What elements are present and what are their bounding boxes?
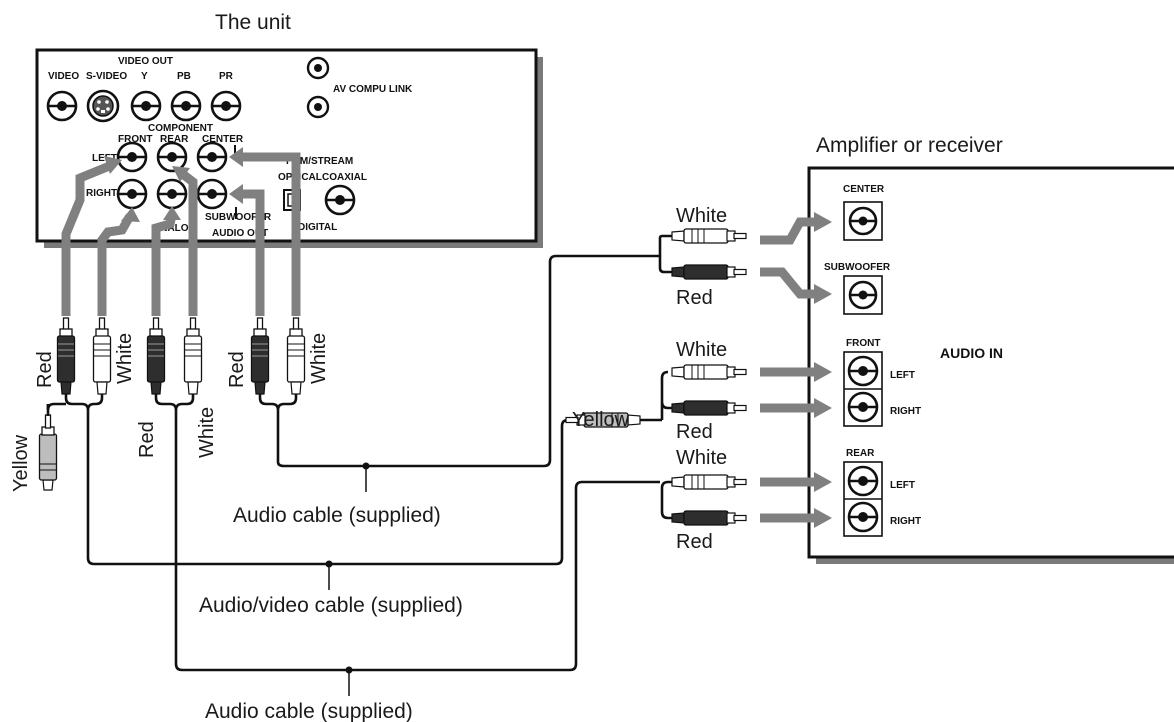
- plug-white-front: [671, 364, 747, 380]
- label-white-3: White: [308, 333, 330, 384]
- amplifier-title: Amplifier or receiver: [816, 134, 1003, 157]
- label-red-1: Red: [34, 351, 56, 388]
- front-left-jack: [116, 141, 148, 173]
- amp-subwoofer-jack: [842, 274, 884, 316]
- subwoofer-label: SUBWOOFER: [205, 212, 272, 223]
- plug-white-rear: [671, 474, 747, 490]
- arrow-front-left-head: [104, 156, 122, 174]
- arrow-rear-left-head: [172, 166, 190, 182]
- front-label: FRONT: [118, 134, 152, 145]
- arrow-center-head: [229, 147, 243, 167]
- amp-front-right-jack: [847, 391, 879, 423]
- plug-red-rear: [671, 510, 747, 526]
- arrow-front-right-head: [121, 207, 140, 222]
- label-red-subwoofer: Red: [676, 287, 713, 309]
- caption-audio-cable-2: Audio cable (supplied): [205, 700, 413, 722]
- unit-title: The unit: [215, 11, 291, 34]
- caption-av-cable: Audio/video cable (supplied): [199, 594, 463, 617]
- amp-rear-right-label: RIGHT: [890, 516, 921, 527]
- rear-label: REAR: [160, 134, 189, 145]
- plug-white-3: [286, 317, 306, 395]
- plug-white-1: [92, 317, 112, 395]
- label-white-rear: White: [676, 447, 727, 469]
- center-jack: [196, 141, 228, 173]
- amplifier-arrows: [760, 212, 832, 528]
- audio-in-label: AUDIO IN: [940, 345, 1003, 361]
- front-right-jack: [116, 178, 148, 210]
- amp-rear-right-jack: [847, 501, 879, 533]
- amp-front-label: FRONT: [846, 338, 880, 349]
- label-yellow-right: Yellow: [572, 409, 630, 431]
- amp-front-left-label: LEFT: [890, 370, 915, 381]
- av-compu-link-label: AV COMPU LINK: [333, 84, 413, 95]
- plug-red-subwoofer: [671, 264, 747, 280]
- amp-rear-label: REAR: [846, 448, 875, 459]
- plug-red-front: [671, 400, 747, 416]
- pr-label: PR: [219, 71, 234, 82]
- label-red-3: Red: [226, 351, 248, 388]
- label-white-front: White: [676, 339, 727, 361]
- av-compu-link-jack-1: [306, 56, 330, 80]
- amp-rear-left-label: LEFT: [890, 480, 915, 491]
- y-jack: [130, 90, 162, 122]
- component-label: COMPONENT: [148, 123, 213, 134]
- amp-rear-left-jack: [847, 465, 879, 497]
- plug-white-2: [183, 317, 203, 395]
- label-yellow-left: Yellow: [10, 434, 32, 492]
- center-label: CENTER: [202, 134, 244, 145]
- analog-label: ANALOG: [153, 223, 197, 234]
- rear-left-jack: [156, 141, 188, 173]
- label-red-rear: Red: [676, 531, 713, 553]
- amp-front-left-jack: [847, 355, 879, 387]
- pcm-stream-label: PCM/STREAM: [286, 156, 353, 167]
- label-red-2: Red: [136, 421, 158, 458]
- s-video-label: S-VIDEO: [86, 71, 127, 82]
- coaxial-label: COAXIAL: [322, 172, 367, 183]
- audio-out-label: AUDIO OUT: [212, 228, 268, 239]
- amp-front-right-label: RIGHT: [890, 406, 921, 417]
- audio-cable-2: [154, 394, 672, 672]
- s-video-jack: [86, 89, 120, 123]
- subwoofer-jack: [196, 178, 228, 210]
- rear-right-jack: [156, 178, 188, 210]
- y-label: Y: [141, 71, 148, 82]
- label-white-center: White: [676, 205, 727, 227]
- plug-red-2: [146, 317, 166, 395]
- av-cable: [46, 370, 672, 566]
- amp-center-jack: [842, 200, 884, 242]
- arrow-rear-right-head: [163, 206, 181, 220]
- video-jack: [46, 90, 78, 122]
- caption-audio-cable-1: Audio cable (supplied): [233, 504, 441, 527]
- front-left-label: LEFT: [92, 153, 117, 164]
- coaxial-jack: [324, 184, 356, 216]
- digital-label: DIGITAL: [298, 222, 337, 233]
- amp-center-label: CENTER: [843, 184, 885, 195]
- video-out-label: VIDEO OUT: [118, 56, 173, 67]
- av-compu-link-jack-2: [306, 95, 330, 119]
- label-white-1: White: [114, 333, 136, 384]
- plug-red-3: [250, 317, 270, 395]
- label-white-2: White: [196, 407, 218, 458]
- pb-label: PB: [177, 71, 191, 82]
- plug-white-center: [671, 228, 747, 244]
- front-right-label: RIGHT: [86, 188, 117, 199]
- audio-cable-1: [258, 234, 672, 468]
- label-red-front: Red: [676, 421, 713, 443]
- arrow-subwoofer-head: [229, 184, 243, 204]
- plug-yellow-left: [38, 414, 58, 491]
- video-label: VIDEO: [48, 71, 79, 82]
- plug-red-1: [56, 317, 76, 395]
- unit-arrows: [61, 147, 301, 316]
- pb-jack: [170, 90, 202, 122]
- amp-subwoofer-label: SUBWOOFER: [824, 262, 891, 273]
- pr-jack: [210, 90, 242, 122]
